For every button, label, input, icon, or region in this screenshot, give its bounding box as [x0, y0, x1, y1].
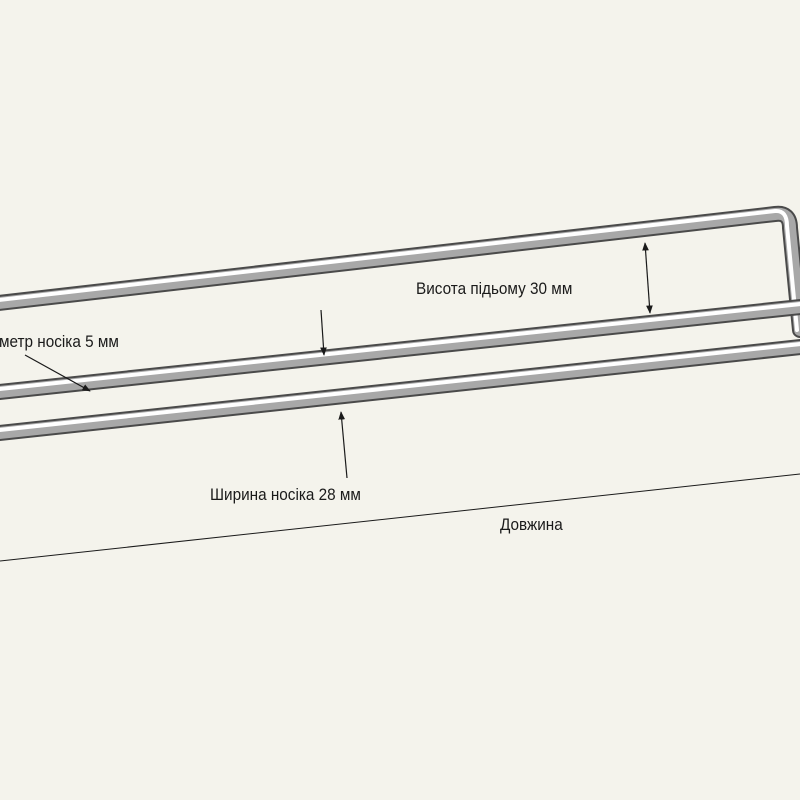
- bottom-rod: [0, 339, 800, 441]
- lift-height-arrow: [642, 242, 653, 314]
- length-label: Довжина: [500, 515, 563, 534]
- middle-rod: [0, 299, 800, 400]
- lift-height-label: Висота підьому 30 мм: [416, 279, 573, 298]
- diameter-arrow-leader: [24, 354, 91, 392]
- length-dimension-line: [0, 473, 800, 562]
- spout-diameter-label: метр носіка 5 мм: [0, 332, 119, 351]
- diameter-arrow-top: [320, 309, 327, 356]
- top-rod: [0, 205, 800, 338]
- spout-width-label: Ширина носіка 28 мм: [210, 485, 361, 504]
- width-arrow: [338, 411, 348, 479]
